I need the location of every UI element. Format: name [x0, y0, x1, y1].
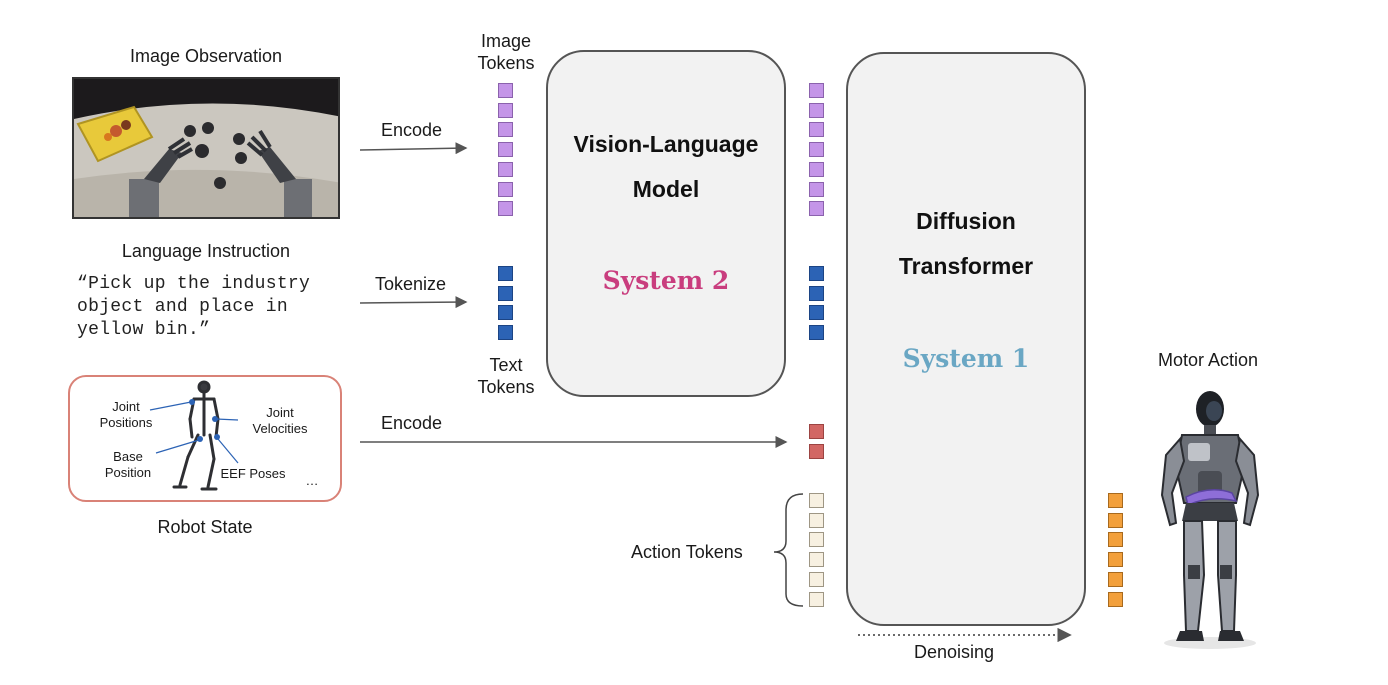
- dit-title: Diffusion Transformer: [898, 208, 1034, 279]
- image-token: [498, 161, 513, 177]
- motor-action-token: [1108, 512, 1123, 528]
- language-instruction-title: Language Instruction: [121, 241, 291, 261]
- robot-skeleton-figure: [149, 380, 239, 491]
- image-observation-photo: [72, 77, 340, 219]
- image-token: [498, 83, 513, 98]
- encode-image-arrow: [359, 142, 468, 155]
- state-token: [809, 424, 824, 439]
- state-token: [809, 443, 824, 459]
- action-token: [809, 532, 824, 548]
- encode-state-label: Encode: [381, 413, 443, 433]
- image-token: [809, 83, 824, 98]
- motor-action-token: [1108, 552, 1123, 568]
- image-token: [498, 142, 513, 158]
- text-tokens-label: Text Tokens: [477, 355, 535, 397]
- text-token: [809, 285, 824, 301]
- text-token: [809, 305, 824, 321]
- motor-action-token: [1108, 493, 1123, 508]
- tokenize-label: Tokenize: [375, 274, 447, 294]
- motor-action-token: [1108, 571, 1123, 587]
- image-token: [809, 142, 824, 158]
- motor-action-token: [1108, 591, 1123, 607]
- image-token: [498, 122, 513, 138]
- action-tokens-label: Action Tokens: [631, 542, 743, 562]
- system-1-label: System 1: [902, 344, 1030, 373]
- denoising-label: Denoising: [913, 642, 995, 662]
- text-token: [498, 325, 513, 341]
- text-token: [809, 266, 824, 281]
- image-token: [809, 122, 824, 138]
- joint-velocities-label: Joint Velocities: [252, 405, 308, 436]
- text-token: [498, 285, 513, 301]
- robot-state-title: Robot State: [157, 517, 253, 537]
- diffusion-transformer-box: Diffusion Transformer System 1: [846, 52, 1086, 626]
- action-token: [809, 571, 824, 587]
- text-token: [809, 325, 824, 341]
- image-token: [809, 102, 824, 118]
- motor-action-token: [1108, 532, 1123, 548]
- ellipsis-label: …: [305, 473, 319, 488]
- vlm-title: Vision-Language Model: [573, 131, 759, 202]
- action-tokens-brace: [773, 493, 804, 607]
- image-token: [809, 201, 824, 217]
- vision-language-model-box: Vision-Language Model System 2: [546, 50, 786, 397]
- base-position-label: Base Position: [104, 449, 152, 480]
- image-token: [809, 161, 824, 177]
- image-token: [498, 102, 513, 118]
- image-tokens-label: Image Tokens: [477, 31, 535, 73]
- image-observation-title: Image Observation: [129, 46, 283, 66]
- image-token: [498, 181, 513, 197]
- system-2-label: System 2: [602, 266, 730, 295]
- motor-action-label: Motor Action: [1157, 350, 1259, 370]
- action-token: [809, 512, 824, 528]
- action-token: [809, 552, 824, 568]
- action-token: [809, 591, 824, 607]
- eef-poses-label: EEF Poses: [220, 466, 286, 481]
- encode-image-label: Encode: [381, 120, 443, 140]
- image-token: [498, 201, 513, 217]
- image-token: [809, 181, 824, 197]
- text-token: [498, 305, 513, 321]
- action-token: [809, 493, 824, 508]
- language-instruction-text: “Pick up the industry object and place i…: [77, 274, 311, 340]
- tokenize-arrow: [359, 296, 468, 309]
- robot-state-box: Joint Positions Joint Velocities Base Po…: [68, 375, 342, 502]
- joint-positions-label: Joint Positions: [99, 399, 153, 430]
- humanoid-robot-figure: [1160, 391, 1260, 649]
- text-token: [498, 266, 513, 281]
